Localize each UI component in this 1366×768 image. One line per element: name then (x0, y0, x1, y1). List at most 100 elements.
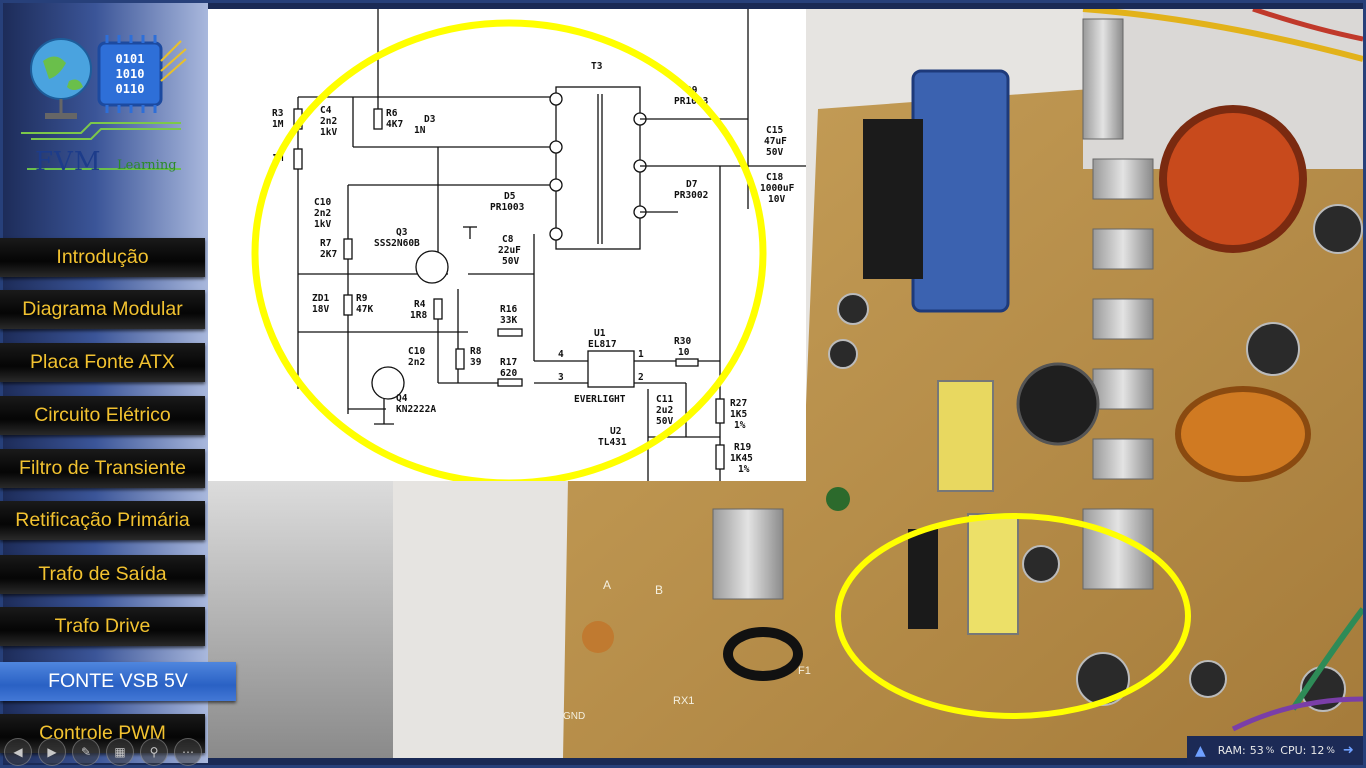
menu-trafo-saida[interactable]: Trafo de Saída (0, 555, 205, 594)
label-C4-value2: 1kV (320, 127, 337, 138)
menu-controle-pwm[interactable]: Controle PWM (0, 714, 205, 753)
fvm-logo: 0101 1010 0110 FVM Learning (21, 21, 189, 181)
label-R30: R30 (674, 336, 691, 347)
resource-monitor: ▲ RAM: 53 % CPU: 12 % ➜ (1187, 736, 1363, 765)
label-R19: R19 (734, 442, 751, 453)
label-U1: U1 (594, 328, 606, 339)
label-R4-value: 1R8 (410, 310, 427, 321)
ram-label: RAM: (1217, 744, 1246, 757)
cpu-value: 12 (1310, 744, 1325, 757)
label-Q3: Q3 (396, 227, 408, 238)
ram-value: 53 (1249, 744, 1264, 757)
label-C18-value1: 1000uF (760, 183, 795, 194)
label-pin4: 4 (558, 349, 564, 360)
label-U2-value: TL431 (598, 437, 627, 448)
next-icon[interactable]: ▶ (38, 738, 66, 766)
label-R8-value: 39 (470, 357, 482, 368)
rocket-icon: ▲ (1195, 742, 1206, 759)
logo-binary-line: 1010 (116, 67, 145, 81)
svg-text:A: A (603, 578, 611, 592)
logo-binary-line: 0110 (116, 82, 145, 96)
zoom-icon[interactable]: ⚲ (140, 738, 168, 766)
label-D7: D7 (686, 179, 697, 190)
label-R4: R4 (414, 299, 426, 310)
label-T3: T3 (591, 61, 603, 72)
label-R17: R17 (500, 357, 517, 368)
cpu-label: CPU: (1280, 744, 1307, 757)
menu-circuito-eletrico[interactable]: Circuito Elétrico (0, 396, 205, 435)
globe-chip-icon: 0101 1010 0110 (21, 35, 187, 170)
label-C18: C18 (766, 172, 783, 183)
label-C18-value2: 10V (768, 194, 785, 205)
label-U1-maker: EVERLIGHT (574, 394, 626, 405)
label-D3: D3 (424, 114, 436, 125)
label-C15-value1: 47uF (764, 136, 787, 147)
more-options-icon[interactable]: ⋯ (174, 738, 202, 766)
label-R9-value: 47K (356, 304, 373, 315)
label-U1-value: EL817 (588, 339, 617, 350)
menu-retificacao-primaria[interactable]: Retificação Primária (0, 501, 205, 540)
label-R9: R9 (356, 293, 368, 304)
label-R19-value2: 1% (738, 464, 750, 475)
label-C10a-value2: 1kV (314, 219, 331, 230)
label-R16: R16 (500, 304, 517, 315)
label-R6: R6 (386, 108, 398, 119)
menu-placa-fonte-atx[interactable]: Placa Fonte ATX (0, 343, 205, 382)
sidebar: 0101 1010 0110 FVM Learning (3, 3, 208, 763)
label-C15: C15 (766, 125, 783, 136)
label-C10a-value1: 2n2 (314, 208, 331, 219)
label-D5: D5 (504, 191, 516, 202)
vsb-schematic: T3 R3 1M 1M C4 2n2 1kV R6 4K7 D3 1N C10 … (208, 9, 813, 487)
label-R17-value: 620 (500, 368, 517, 379)
label-ZD1: ZD1 (312, 293, 329, 304)
background-panel (208, 481, 393, 758)
label-D3-value: 1N (414, 125, 426, 136)
menu-diagrama-modular[interactable]: Diagrama Modular (0, 290, 205, 329)
logo-subtitle: Learning (117, 158, 177, 173)
label-R19-value1: 1K45 (730, 453, 753, 464)
arrow-right-icon[interactable]: ➜ (1342, 743, 1354, 758)
label-C4-value1: 2n2 (320, 116, 337, 127)
label-Q3-value: SSS2N60B (374, 238, 420, 249)
ram-unit: % (1265, 745, 1275, 756)
label-R7: R7 (320, 238, 331, 249)
slideshow-controls: ◀ ▶ ✎ ▦ ⚲ ⋯ (4, 738, 202, 766)
label-C8-value1: 22uF (498, 245, 521, 256)
label-C10b: C10 (408, 346, 425, 357)
label-pin2: 2 (638, 372, 644, 383)
label-D5-value: PR1003 (490, 202, 525, 213)
label-D7-value: PR3002 (674, 190, 708, 201)
label-R3: R3 (272, 108, 284, 119)
label-Q4-value: KN2222A (396, 404, 436, 415)
label-C15-value2: 50V (766, 147, 783, 158)
label-R16-value: 33K (500, 315, 517, 326)
label-R30-value: 10 (678, 347, 690, 358)
previous-icon[interactable]: ◀ (4, 738, 32, 766)
label-R7-value: 2K7 (320, 249, 337, 260)
label-R6-value: 4K7 (386, 119, 403, 130)
label-R3-value: 1M (272, 119, 284, 130)
pen-icon[interactable]: ✎ (72, 738, 100, 766)
svg-text:B: B (655, 583, 663, 597)
logo-title: FVM (35, 147, 102, 177)
label-C11-value1: 2u2 (656, 405, 673, 416)
label-R27-value1: 1K5 (730, 409, 747, 420)
menu-filtro-transiente[interactable]: Filtro de Transiente (0, 449, 205, 488)
label-R27-value2: 1% (734, 420, 746, 431)
schematic-diagram: T3 R3 1M 1M C4 2n2 1kV R6 4K7 D3 1N C10 … (251, 9, 813, 487)
svg-text:RX1: RX1 (673, 695, 694, 707)
menu-fonte-vsb-5v[interactable]: FONTE VSB 5V (0, 662, 236, 701)
slides-grid-icon[interactable]: ▦ (106, 738, 134, 766)
label-C10b-value: 2n2 (408, 357, 425, 368)
menu-introducao[interactable]: Introdução (0, 238, 205, 277)
label-Q4: Q4 (396, 393, 408, 404)
logo-binary-line: 0101 (116, 52, 145, 66)
label-pin3: 3 (558, 372, 564, 383)
label-C10a: C10 (314, 197, 331, 208)
svg-text:F1: F1 (798, 665, 811, 677)
highlight-ellipse-pcb (835, 513, 1191, 719)
label-C11-value2: 50V (656, 416, 673, 427)
label-R8: R8 (470, 346, 482, 357)
menu-trafo-drive[interactable]: Trafo Drive (0, 607, 205, 646)
